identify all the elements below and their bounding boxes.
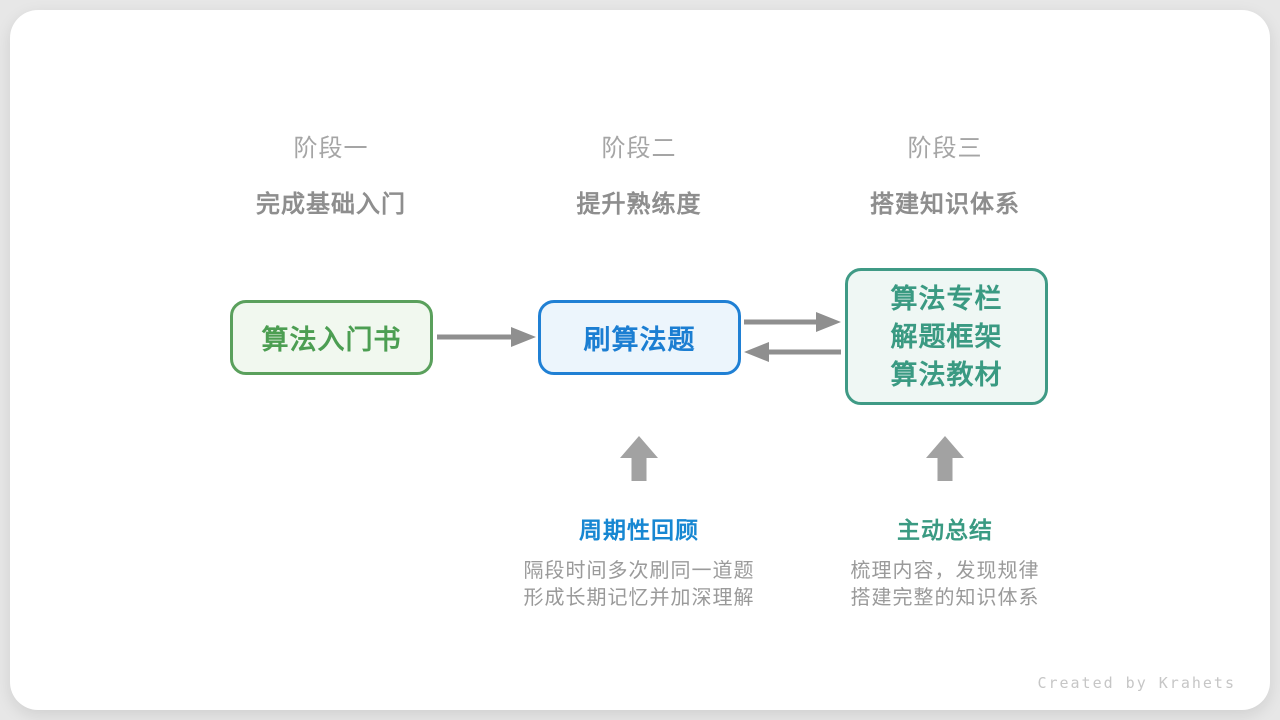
box-practice-problems-label: 刷算法题	[583, 325, 696, 355]
box-algorithm-intro-book-label: 算法入门书	[261, 325, 402, 355]
stage-2-header: 阶段二 提升熟练度	[577, 128, 702, 219]
stage-2-label: 阶段二	[601, 135, 677, 162]
stage-3-title: 搭建知识体系	[870, 191, 1020, 218]
annotation-periodic-review-desc: 隔段时间多次刷同一道题 形成长期记忆并加深理解	[524, 558, 755, 612]
stage-1-header: 阶段一 完成基础入门	[256, 128, 406, 219]
stage-1-title: 完成基础入门	[256, 191, 406, 218]
box-resources-line-1: 算法专栏	[890, 283, 1003, 314]
box-practice-problems: 刷算法题	[538, 300, 741, 375]
credit-text: Created by Krahets	[1037, 674, 1236, 692]
annotation-active-summary-desc-line-1: 梳理内容，发现规律	[850, 560, 1040, 582]
annotation-active-summary-title: 主动总结	[897, 517, 993, 543]
box-algorithm-intro-book: 算法入门书	[230, 300, 433, 375]
annotation-periodic-review-desc-line-1: 隔段时间多次刷同一道题	[523, 560, 755, 582]
box-resources-line-2: 解题框架	[890, 321, 1003, 352]
stage-3-label: 阶段三	[907, 135, 983, 162]
stage-1-label: 阶段一	[293, 135, 369, 162]
box-resources-line-3: 算法教材	[890, 359, 1003, 390]
annotation-periodic-review-desc-line-2: 形成长期记忆并加深理解	[523, 587, 755, 609]
stage-2-title: 提升熟练度	[576, 191, 702, 218]
box-knowledge-resources: 算法专栏 解题框架 算法教材	[845, 268, 1048, 405]
annotation-periodic-review-title: 周期性回顾	[579, 517, 699, 543]
annotation-active-summary-desc: 梳理内容，发现规律 搭建完整的知识体系	[851, 558, 1040, 612]
annotation-active-summary-desc-line-2: 搭建完整的知识体系	[850, 587, 1040, 609]
stage-3-header: 阶段三 搭建知识体系	[870, 128, 1020, 219]
